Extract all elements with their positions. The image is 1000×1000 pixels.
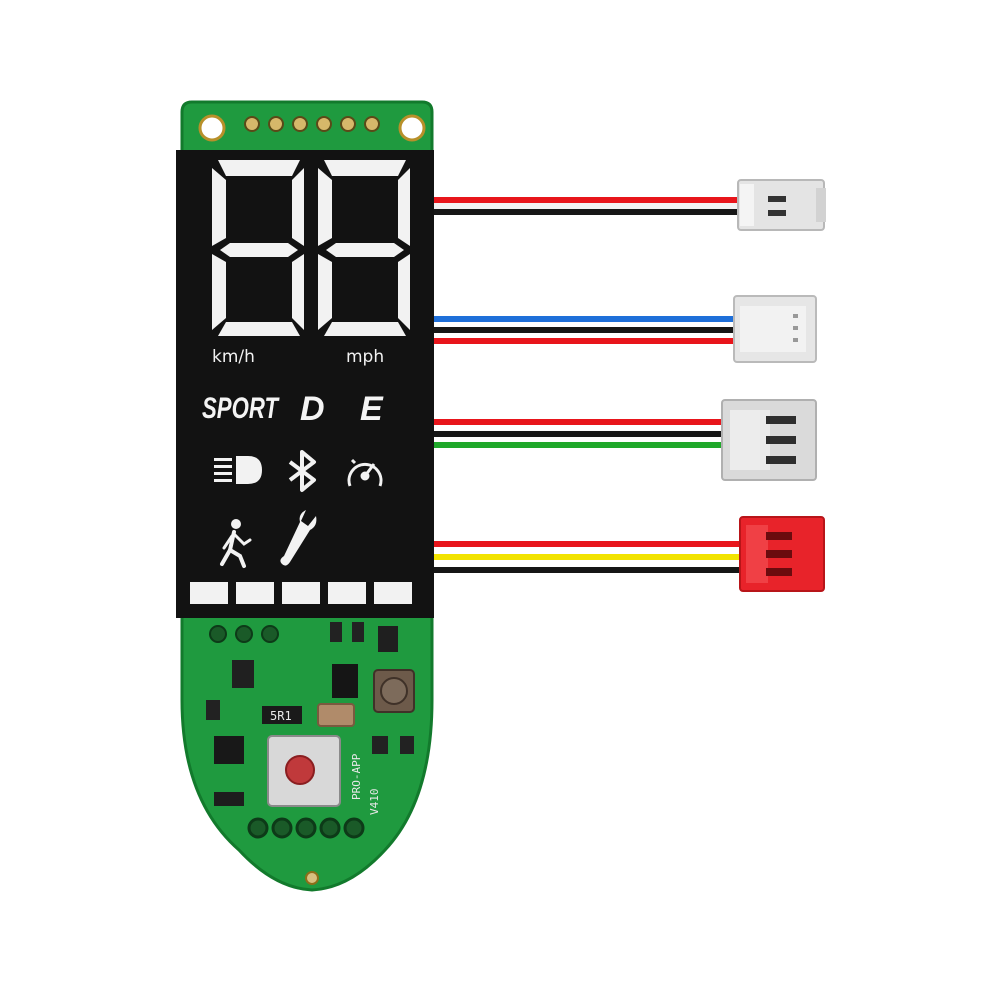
reset-button[interactable]	[267, 735, 341, 807]
battery-bar	[236, 582, 274, 604]
version-text: V410	[368, 789, 381, 816]
wire-red	[432, 338, 744, 344]
button-knob[interactable]	[285, 755, 315, 785]
wire-black	[432, 209, 744, 215]
pedestrian-icon	[220, 519, 252, 568]
battery-bar	[374, 582, 412, 604]
wire-green	[432, 442, 732, 448]
unit-kmh: km/h	[212, 347, 255, 367]
battery-bar	[328, 582, 366, 604]
connector-1	[737, 179, 826, 231]
cable-1	[432, 197, 744, 215]
bottom-pads	[247, 817, 365, 839]
cable-2	[432, 316, 744, 344]
wire-red	[432, 541, 744, 547]
battery-bar	[190, 582, 228, 604]
wire-red	[432, 419, 732, 425]
silkscreen-text: PRO-APP	[350, 753, 363, 800]
resistor-label: 5R1	[270, 709, 292, 723]
connector-2	[733, 295, 817, 363]
unit-mph: mph	[346, 347, 384, 367]
lcd-display: km/h mph SPORT D E	[176, 150, 434, 618]
segment-digits	[212, 160, 410, 336]
wire-blue	[432, 316, 744, 322]
mode-sport: SPORT	[202, 392, 280, 425]
speedometer-icon	[347, 458, 383, 487]
battery-bar	[282, 582, 320, 604]
cable-3	[432, 419, 732, 448]
wire-red	[432, 197, 744, 203]
mode-d: D	[300, 390, 325, 428]
wire-yellow	[432, 554, 744, 560]
mode-e: E	[360, 390, 384, 428]
wire-black	[432, 431, 732, 437]
connector-3	[721, 399, 817, 481]
cable-4	[432, 541, 744, 573]
wire-black	[432, 327, 744, 333]
headlight-icon	[214, 456, 262, 484]
wire-black	[432, 567, 744, 573]
wrench-icon	[280, 510, 317, 566]
header-pins-top	[244, 116, 380, 132]
cable-bundle	[432, 197, 744, 573]
bluetooth-icon	[288, 450, 316, 492]
connector-4	[739, 516, 825, 592]
pcb-components: 5R1	[206, 622, 415, 806]
battery-bars	[190, 582, 412, 604]
